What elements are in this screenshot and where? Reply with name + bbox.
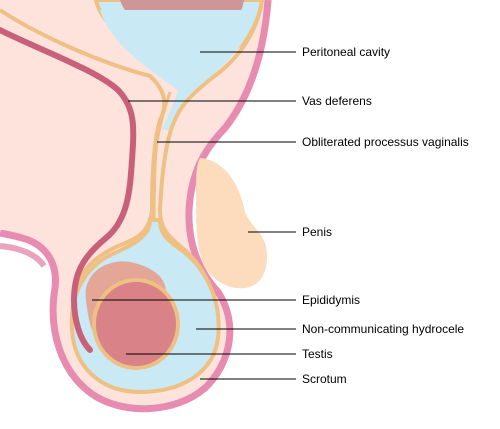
testis-shape (92, 278, 180, 370)
label-testis: Testis (302, 347, 333, 361)
peritoneal-cavity-region (100, 10, 258, 130)
processus-vaginalis-cord (152, 91, 172, 221)
peritoneal-lining-left (0, 8, 167, 291)
vas-deferens-tube (0, 27, 137, 353)
label-non-communicating-hydrocele: Non-communicating hydrocele (302, 322, 464, 336)
penis-shape (196, 158, 268, 289)
skin-outline (0, 0, 272, 413)
scrotal-skin-left (0, 243, 47, 268)
label-peritoneal-cavity: Peritoneal cavity (302, 45, 390, 59)
label-epididymis: Epididymis (302, 293, 360, 307)
label-scrotum: Scrotum (302, 372, 347, 386)
label-obliterated-processus-vaginalis: Obliterated processus vaginalis (302, 135, 469, 149)
label-penis: Penis (302, 225, 332, 239)
label-vas-deferens: Vas deferens (302, 94, 372, 108)
